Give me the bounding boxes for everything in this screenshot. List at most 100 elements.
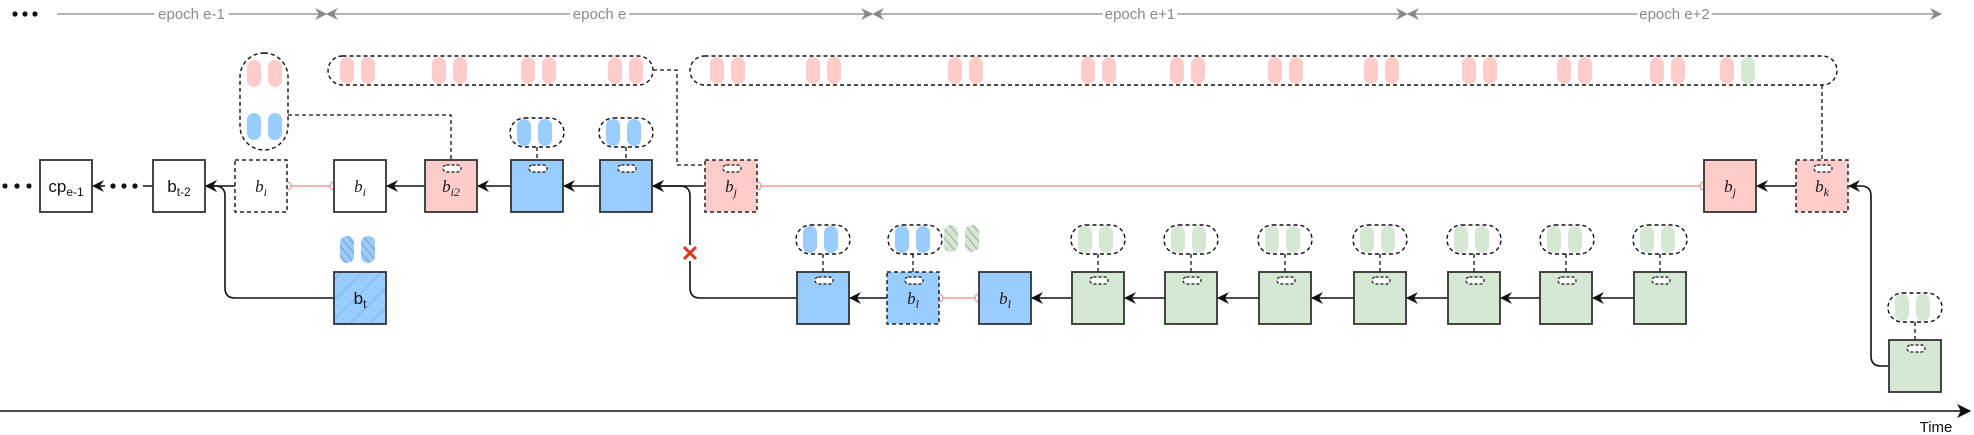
green-pill: [1568, 226, 1582, 253]
pink-pill: [1268, 57, 1282, 84]
block-bl-ghost[interactable]: bl: [886, 271, 940, 325]
green-pill: [1661, 226, 1675, 253]
bubble-blue2: [598, 117, 654, 148]
bubble-g2: [1163, 224, 1219, 255]
block-g8[interactable]: [1888, 339, 1942, 393]
time-axis-label: Time: [1920, 419, 1953, 435]
green-pill: [1360, 226, 1374, 253]
green-pill: [1454, 226, 1468, 253]
bubble-outline: [239, 52, 289, 151]
block-box: [1888, 339, 1942, 393]
blue-pill: [517, 119, 531, 146]
block-bj[interactable]: bj: [1703, 159, 1757, 213]
green-pill: [1916, 294, 1930, 321]
block-bt2[interactable]: bt-2: [152, 159, 206, 213]
equivalence-link-bl_ghost-bl: [934, 293, 984, 303]
pink-pill: [1557, 57, 1571, 84]
edge-line: [1848, 180, 1889, 367]
block-blue1[interactable]: [510, 159, 564, 213]
block-g5[interactable]: [1447, 271, 1501, 325]
green-pill: [1078, 226, 1092, 253]
hatched-green-pill: [944, 225, 958, 252]
bubble-outline: [327, 55, 654, 86]
green-pill: [1381, 226, 1395, 253]
block-g7[interactable]: [1633, 271, 1687, 325]
bubble-g8: [1887, 292, 1943, 323]
block-bl[interactable]: bl: [978, 271, 1032, 325]
block-bi[interactable]: bi: [333, 159, 387, 213]
pink-pill: [247, 60, 261, 87]
bubble-bi2: [239, 52, 289, 151]
green-pill: [1640, 226, 1654, 253]
epoch-label: epoch e+2: [1639, 6, 1709, 23]
block-blue3[interactable]: [796, 271, 850, 325]
block-box: [39, 159, 93, 213]
epoch-label: epoch e: [573, 6, 626, 23]
bubble-bl: [887, 224, 943, 255]
bl-hatched-pills: [944, 225, 979, 252]
block-label: cpe-1: [48, 177, 84, 199]
pink-pill: [1671, 57, 1685, 84]
block-box: [234, 159, 288, 213]
edge-bt-to-bt2: [205, 180, 334, 299]
block-cp[interactable]: cpe-1: [39, 159, 93, 213]
pink-pill: [1483, 57, 1497, 84]
bubble-epoch-e: [327, 55, 654, 86]
pink-pill: [969, 57, 983, 84]
block-label: bi: [255, 177, 267, 199]
block-g4[interactable]: [1353, 271, 1407, 325]
pink-pill: [948, 57, 962, 84]
block-label: bt: [354, 289, 367, 311]
block-bk[interactable]: bk: [1795, 159, 1849, 213]
block-slot: [528, 164, 548, 173]
block-bt[interactable]: bt: [333, 271, 387, 325]
pink-pill: [1462, 57, 1476, 84]
blue-pill: [538, 119, 552, 146]
bubble-g7: [1632, 224, 1688, 255]
hatched-green-pill: [965, 225, 979, 252]
pink-pill: [1385, 57, 1399, 84]
block-slot: [617, 164, 637, 173]
green-pill: [1286, 226, 1300, 253]
block-label: bi: [354, 177, 366, 199]
block-bj-ghost[interactable]: bj: [704, 159, 758, 213]
block-bi2[interactable]: bi2: [424, 159, 478, 213]
bubble-long: [689, 55, 1838, 86]
bubble-g5: [1446, 224, 1502, 255]
pink-pill: [827, 57, 841, 84]
green-pill: [1547, 226, 1561, 253]
block-slot: [814, 276, 834, 285]
edge-g8-to-bk: [1848, 180, 1889, 367]
block-g1[interactable]: [1071, 271, 1125, 325]
hatched-blue-pill: [361, 236, 375, 263]
block-label: bj: [1724, 177, 1737, 199]
epoch-span-3: epoch e+1: [872, 6, 1408, 23]
pink-pill: [453, 57, 467, 84]
block-box: [152, 159, 206, 213]
block-slot: [1276, 276, 1296, 285]
edge-blue3-to-blue2: [652, 180, 797, 299]
block-g2[interactable]: [1164, 271, 1218, 325]
block-slot: [722, 164, 742, 173]
pink-pill: [1081, 57, 1095, 84]
equivalence-link-bi_ghost-bi: [282, 181, 339, 191]
block-label: bl: [999, 289, 1012, 311]
block-bi-ghost[interactable]: bi: [234, 159, 288, 213]
block-label: bl: [907, 289, 920, 311]
block-blue2[interactable]: [599, 159, 653, 213]
epoch-label: epoch e+1: [1105, 6, 1175, 23]
bubble-connector: [288, 114, 452, 167]
pink-pill: [521, 57, 535, 84]
bubble-g4: [1352, 224, 1408, 255]
block-g3[interactable]: [1258, 271, 1312, 325]
block-box: [333, 271, 387, 325]
block-label: bk: [1815, 177, 1830, 199]
green-pill: [1265, 226, 1279, 253]
blue-pill: [916, 226, 930, 253]
green-pill: [1192, 226, 1206, 253]
pink-pill: [361, 57, 375, 84]
leading-ellipsis-dots: [12, 11, 38, 17]
equivalence-link-bj_ghost-bj: [752, 181, 1709, 191]
block-g6[interactable]: [1539, 271, 1593, 325]
